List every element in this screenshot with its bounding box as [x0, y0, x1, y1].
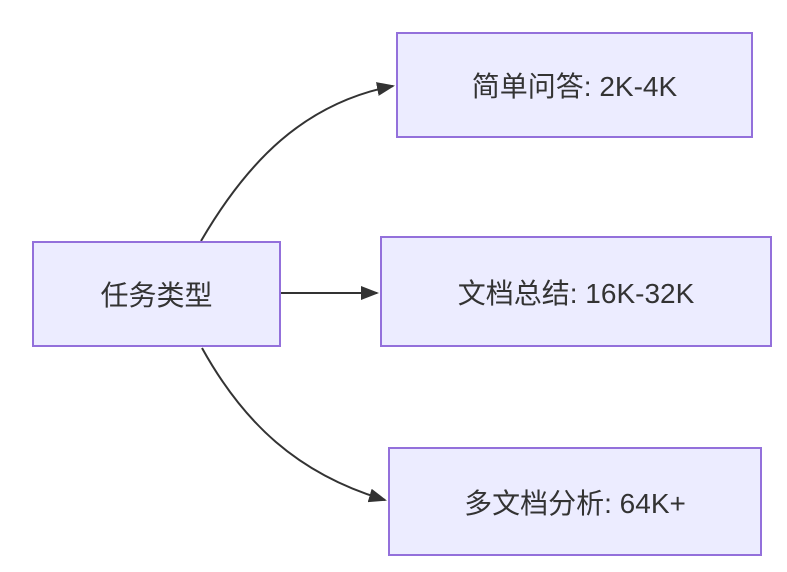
- node-multi-doc-analysis: 多文档分析: 64K+: [388, 447, 762, 556]
- node-doc-summary: 文档总结: 16K-32K: [380, 236, 772, 347]
- node-label: 简单问答: 2K-4K: [471, 71, 678, 102]
- node-label: 任务类型: [100, 280, 213, 311]
- node-label: 文档总结: 16K-32K: [457, 277, 695, 309]
- node-task-type: 任务类型: [32, 241, 281, 347]
- edge-task-type-to-simple-qa: [200, 82, 395, 242]
- node-simple-qa: 简单问答: 2K-4K: [396, 32, 753, 138]
- edge-task-type-to-multi-doc: [201, 347, 387, 503]
- node-label: 多文档分析: 64K+: [464, 487, 686, 519]
